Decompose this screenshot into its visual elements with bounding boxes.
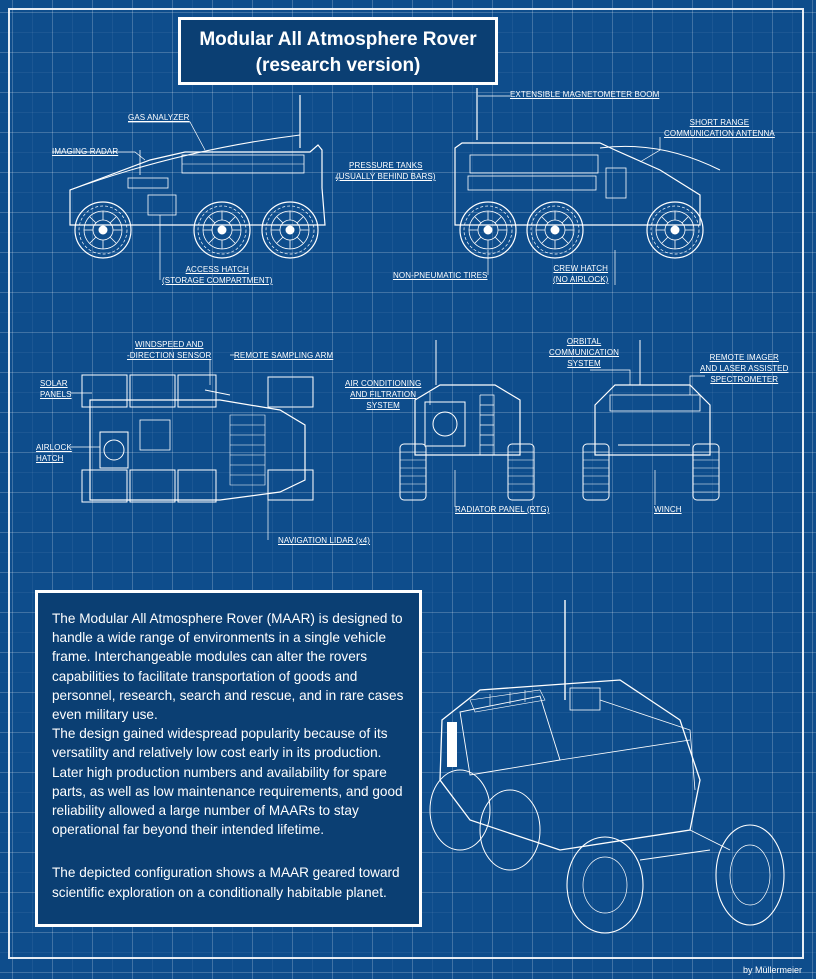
label-air-conditioning: AIR CONDITIONING AND FILTRATION SYSTEM	[345, 379, 422, 410]
label-non-pneumatic-tires: NON-PNEUMATIC TIRES	[393, 271, 488, 280]
label-short-range-antenna: SHORT RANGE COMMUNICATION ANTENNA	[664, 118, 775, 138]
description-paragraph-3: The depicted configuration shows a MAAR …	[52, 865, 400, 900]
label-remote-sampling-arm: REMOTE SAMPLING ARM	[234, 351, 334, 360]
top-view	[81, 374, 314, 503]
label-airlock-hatch: AIRLOCK HATCH	[36, 443, 72, 463]
title-line-1: Modular All Atmosphere Rover	[199, 29, 477, 50]
label-magnetometer-boom: EXTENSIBLE MAGNETOMETER BOOM	[510, 90, 660, 99]
description-box: The Modular All Atmosphere Rover (MAAR) …	[35, 590, 422, 927]
front-view	[582, 340, 720, 501]
label-crew-hatch: CREW HATCH (NO AIRLOCK)	[553, 264, 609, 284]
label-remote-imager: REMOTE IMAGER AND LASER ASSISTED SPECTRO…	[700, 353, 789, 384]
side-view-right	[454, 88, 721, 259]
label-solar-panels: SOLAR PANELS	[40, 379, 72, 399]
artist-credit: by Müllermeier	[742, 965, 802, 975]
label-gas-analyzer: GAS ANALYZER	[128, 113, 190, 122]
description-paragraph-2: The design gained widespread popularity …	[52, 726, 403, 838]
label-windspeed-sensor: WINDSPEED AND -DIRECTION SENSOR	[127, 340, 212, 360]
label-pressure-tanks: PRESSURE TANKS (USUALLY BEHIND BARS)	[336, 161, 436, 181]
leader-lines	[52, 95, 705, 540]
perspective-view	[429, 600, 785, 934]
label-radiator-panel: RADIATOR PANEL (RTG)	[455, 505, 550, 514]
description-paragraph-1: The Modular All Atmosphere Rover (MAAR) …	[52, 611, 404, 723]
label-imaging-radar: IMAGING RADAR	[52, 147, 119, 156]
rear-view	[399, 340, 535, 501]
title-line-2: (research version)	[255, 55, 421, 76]
title-box: Modular All Atmosphere Rover (research v…	[178, 17, 498, 85]
side-view-left	[69, 95, 326, 259]
label-navigation-lidar: NAVIGATION LIDAR (x4)	[278, 536, 371, 545]
label-access-hatch: ACCESS HATCH (STORAGE COMPARTMENT)	[162, 265, 273, 285]
label-orbital-communication: ORBITAL COMMUNICATION SYSTEM	[549, 337, 620, 368]
label-winch: WINCH	[654, 505, 682, 514]
